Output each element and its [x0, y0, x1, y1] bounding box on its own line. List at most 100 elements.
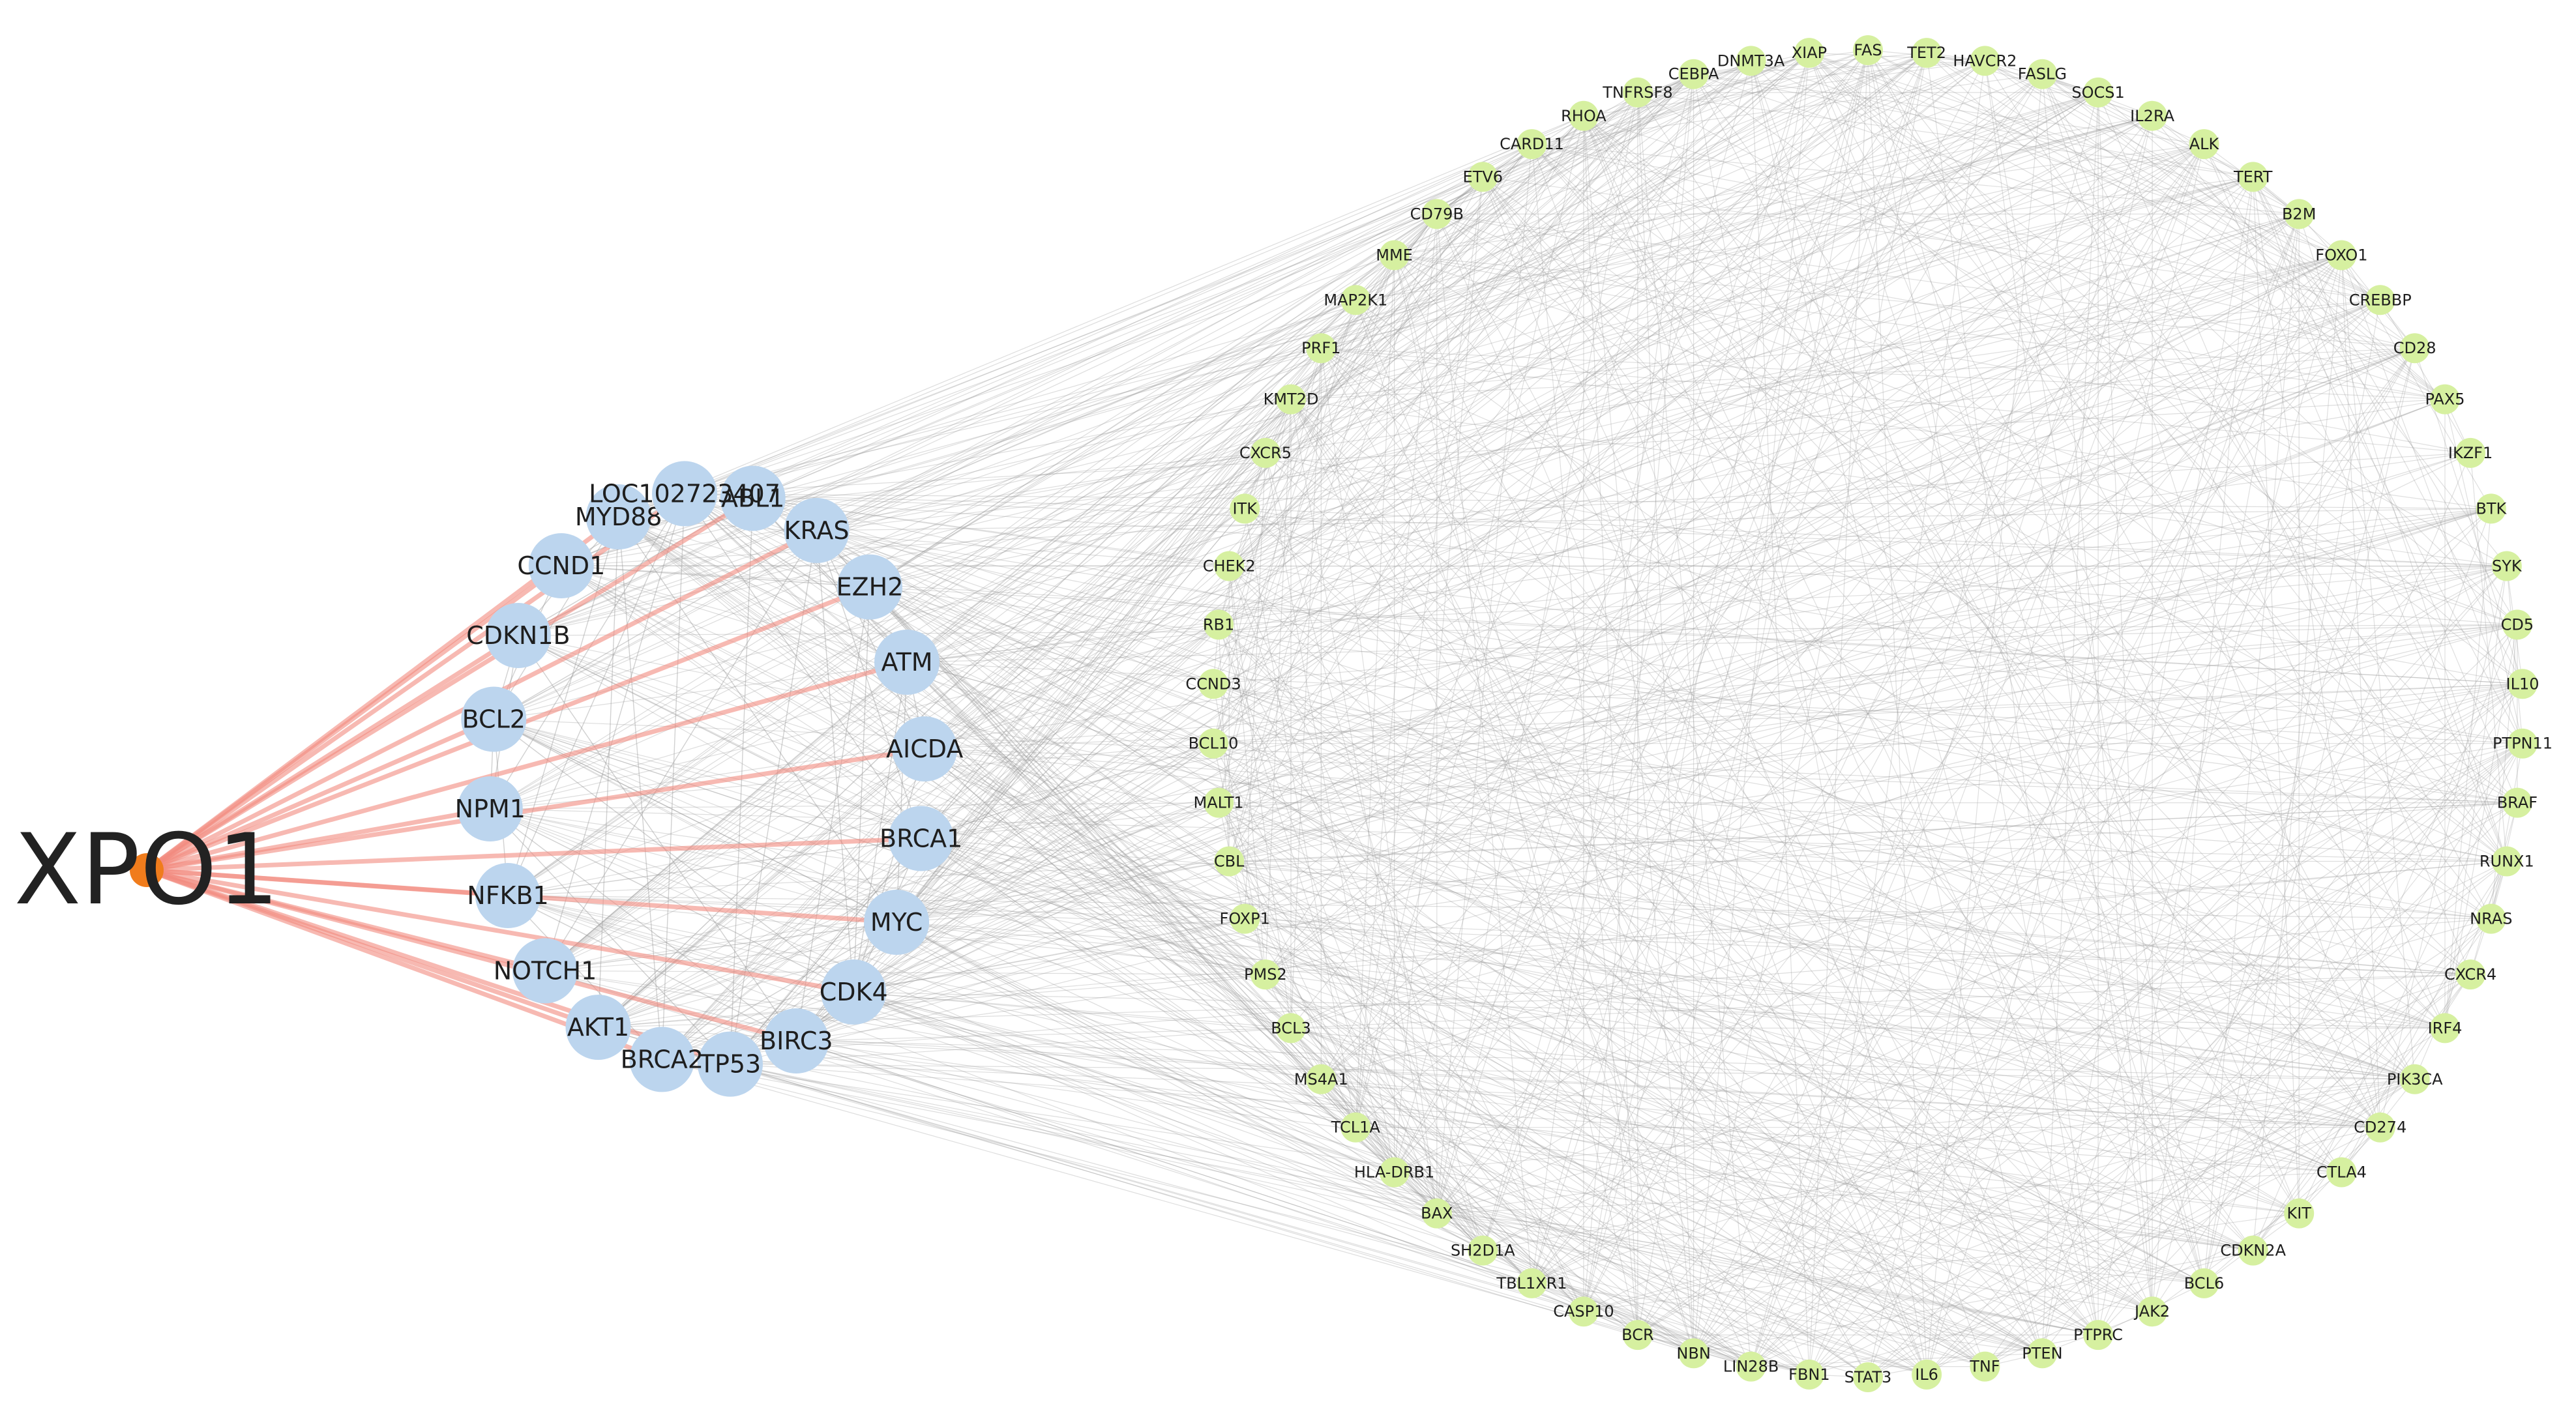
outer-node-pms2[interactable]: PMS2 [1244, 959, 1287, 990]
outer-node-circle[interactable] [2189, 1268, 2219, 1298]
middle-node-circle[interactable] [565, 995, 631, 1060]
outer-node-circle[interactable] [1421, 1198, 1452, 1229]
outer-node-braf[interactable]: BRAF [2497, 787, 2538, 818]
outer-node-pik3ca[interactable]: PIK3CA [2387, 1064, 2443, 1094]
middle-node-myd88[interactable]: MYD88 [575, 484, 662, 549]
outer-node-circle[interactable] [1794, 38, 1824, 68]
outer-node-rb1[interactable]: RB1 [1203, 609, 1234, 640]
outer-node-circle[interactable] [2083, 77, 2114, 108]
middle-node-bcl2[interactable]: BCL2 [461, 686, 527, 752]
outer-node-kmt2d[interactable]: KMT2D [1264, 384, 1319, 415]
outer-node-ctla4[interactable]: CTLA4 [2317, 1157, 2367, 1188]
middle-node-circle[interactable] [892, 716, 958, 781]
outer-node-circle[interactable] [1276, 1013, 1306, 1044]
outer-node-ccnd3[interactable]: CCND3 [1185, 669, 1241, 699]
outer-node-rhoa[interactable]: RHOA [1561, 100, 1606, 131]
outer-node-circle[interactable] [1340, 1112, 1371, 1143]
outer-node-il10[interactable]: IL10 [2506, 669, 2539, 699]
middle-node-circle[interactable] [821, 959, 887, 1025]
outer-node-mme[interactable]: MME [1376, 240, 1413, 270]
outer-node-cd79b[interactable]: CD79B [1410, 199, 1464, 229]
outer-node-circle[interactable] [1230, 493, 1260, 524]
outer-node-il2ra[interactable]: IL2RA [2130, 100, 2175, 131]
outer-node-circle[interactable] [1204, 787, 1234, 818]
outer-node-tnfrsf8[interactable]: TNFRSF8 [1602, 77, 1673, 108]
outer-node-circle[interactable] [1198, 728, 1228, 759]
middle-node-cdkn1b[interactable]: CDKN1B [466, 603, 570, 668]
outer-node-circle[interactable] [2476, 903, 2506, 934]
middle-node-notch1[interactable]: NOTCH1 [494, 938, 597, 1004]
outer-node-il6[interactable]: IL6 [1912, 1359, 1942, 1390]
outer-node-chek2[interactable]: CHEK2 [1203, 551, 1256, 581]
middle-node-brca1[interactable]: BRCA1 [880, 806, 962, 871]
outer-node-malt1[interactable]: MALT1 [1194, 787, 1244, 818]
outer-node-circle[interactable] [2430, 384, 2460, 415]
outer-node-circle[interactable] [1912, 38, 1942, 68]
outer-node-cd5[interactable]: CD5 [2501, 609, 2534, 640]
outer-node-pax5[interactable]: PAX5 [2425, 384, 2465, 415]
outer-node-stat3[interactable]: STAT3 [1844, 1362, 1892, 1392]
outer-node-tcl1a[interactable]: TCL1A [1331, 1112, 1381, 1143]
outer-node-circle[interactable] [1517, 129, 1547, 160]
outer-node-circle[interactable] [2238, 1235, 2268, 1266]
outer-node-circle[interactable] [2137, 100, 2168, 131]
outer-node-itk[interactable]: ITK [1230, 493, 1260, 524]
outer-node-circle[interactable] [1853, 1362, 1883, 1392]
middle-node-loc102723407[interactable]: LOC102723407 [589, 461, 780, 527]
outer-node-ikzf1[interactable]: IKZF1 [2448, 437, 2493, 468]
middle-node-akt1[interactable]: AKT1 [565, 995, 631, 1060]
outer-node-card11[interactable]: CARD11 [1500, 129, 1564, 160]
middle-node-circle[interactable] [698, 1031, 763, 1097]
outer-node-foxo1[interactable]: FOXO1 [2315, 240, 2368, 270]
outer-node-nras[interactable]: NRAS [2470, 903, 2512, 934]
middle-node-atm[interactable]: ATM [874, 630, 940, 695]
outer-node-cxcr5[interactable]: CXCR5 [1239, 437, 1292, 468]
outer-node-circle[interactable] [1622, 1320, 1653, 1351]
outer-node-circle[interactable] [2027, 1338, 2058, 1369]
outer-node-circle[interactable] [2399, 333, 2430, 364]
middle-node-circle[interactable] [585, 484, 651, 549]
middle-node-circle[interactable] [461, 686, 527, 752]
middle-node-circle[interactable] [652, 461, 717, 527]
outer-node-circle[interactable] [1250, 959, 1281, 990]
outer-node-runx1[interactable]: RUNX1 [2480, 846, 2534, 877]
outer-node-circle[interactable] [2502, 787, 2532, 818]
middle-node-aicda[interactable]: AICDA [886, 716, 963, 781]
outer-node-circle[interactable] [1970, 1351, 2000, 1382]
outer-node-circle[interactable] [2365, 285, 2395, 315]
outer-node-circle[interactable] [2238, 162, 2268, 192]
outer-node-bcl10[interactable]: BCL10 [1189, 728, 1239, 759]
outer-node-circle[interactable] [2455, 437, 2486, 468]
outer-node-tet2[interactable]: TET2 [1906, 38, 1946, 68]
middle-node-circle[interactable] [784, 497, 850, 563]
outer-node-foxp1[interactable]: FOXP1 [1220, 903, 1270, 934]
outer-node-circle[interactable] [1468, 1235, 1498, 1266]
middle-node-nfkb1[interactable]: NFKB1 [467, 863, 549, 928]
outer-node-circle[interactable] [1736, 1351, 1766, 1382]
middle-node-npm1[interactable]: NPM1 [455, 776, 526, 841]
outer-node-kit[interactable]: KIT [2284, 1198, 2315, 1229]
outer-node-circle[interactable] [2137, 1296, 2168, 1327]
middle-node-myc[interactable]: MYC [864, 890, 930, 955]
outer-node-tnf[interactable]: TNF [1969, 1351, 2000, 1382]
outer-node-circle[interactable] [1306, 333, 1337, 364]
middle-node-circle[interactable] [475, 863, 540, 928]
outer-node-fas[interactable]: FAS [1853, 35, 1883, 65]
outer-node-circle[interactable] [1678, 1338, 1709, 1369]
outer-node-circle[interactable] [2365, 1112, 2395, 1143]
outer-node-circle[interactable] [1421, 199, 1452, 229]
outer-node-alk[interactable]: ALK [2189, 129, 2220, 160]
outer-node-ptpn11[interactable]: PTPN11 [2493, 728, 2553, 759]
hub-node[interactable] [130, 853, 164, 887]
outer-node-circle[interactable] [1379, 240, 1410, 270]
outer-node-circle[interactable] [1198, 669, 1228, 699]
outer-node-bcl3[interactable]: BCL3 [1271, 1013, 1311, 1044]
outer-node-circle[interactable] [1468, 162, 1498, 192]
middle-node-tp53[interactable]: TP53 [698, 1031, 763, 1097]
outer-node-lin28b[interactable]: LIN28B [1723, 1351, 1779, 1382]
outer-node-circle[interactable] [1276, 384, 1306, 415]
middle-node-circle[interactable] [457, 776, 523, 841]
outer-node-circle[interactable] [1794, 1359, 1824, 1390]
outer-node-tbl1xr1[interactable]: TBL1XR1 [1496, 1268, 1567, 1298]
middle-node-birc3[interactable]: BIRC3 [760, 1008, 833, 1073]
